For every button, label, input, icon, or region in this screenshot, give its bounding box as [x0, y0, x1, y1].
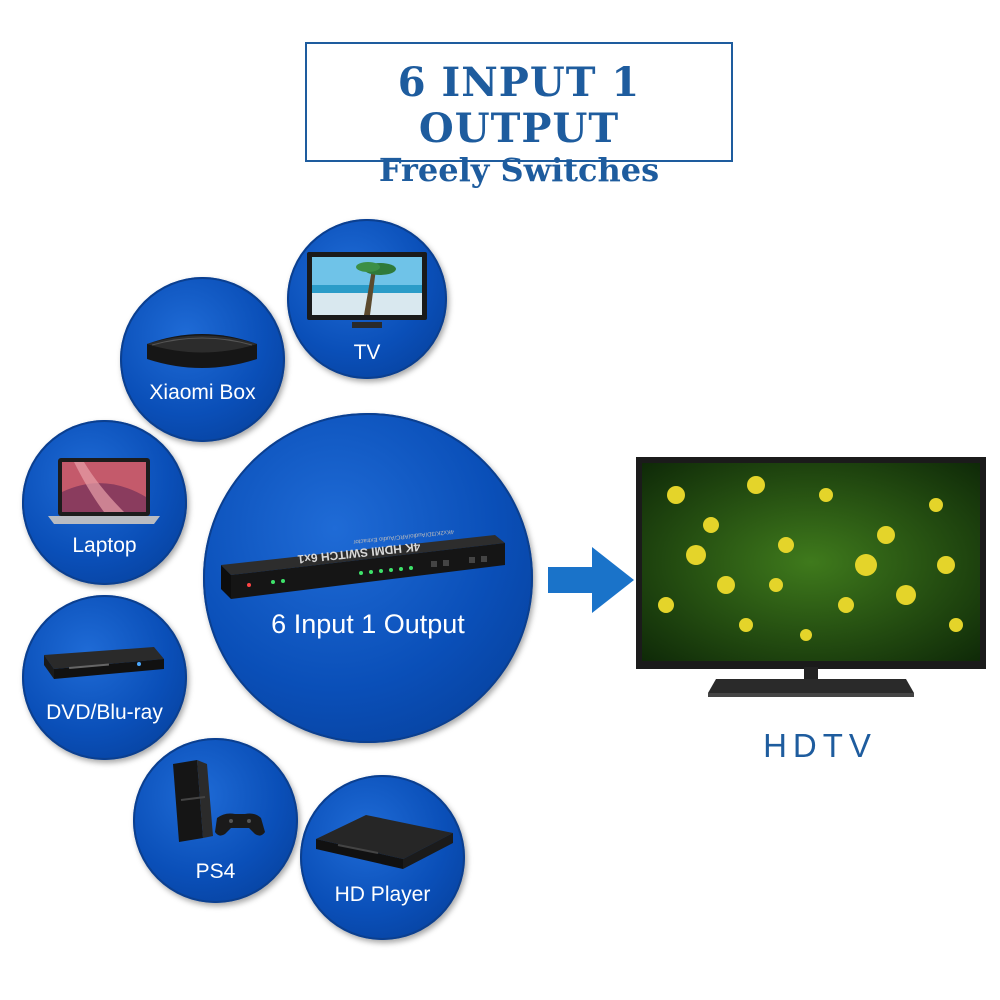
- input-bubble-xiaomi-box: Xiaomi Box: [120, 277, 285, 442]
- input-label-hd-player: HD Player: [334, 883, 431, 906]
- dvd-player-icon: [44, 647, 164, 679]
- title-line-1: 6 INPUT 1 OUTPUT: [397, 59, 641, 152]
- input-bubble-laptop: Laptop: [22, 420, 187, 585]
- laptop-icon: [48, 458, 160, 524]
- set-top-box-icon: [147, 334, 257, 368]
- media-player-icon: [316, 815, 453, 869]
- input-label-laptop: Laptop: [72, 534, 137, 557]
- input-bubble-ps4: PS4: [133, 738, 298, 903]
- title-box: 6 INPUT 1 OUTPUT Freely Switches: [305, 42, 733, 188]
- hdmi-switch-icon: 4K HDMI SWITCH 6x1 4Kx2K/3D/Audio/ARC/Au…: [221, 528, 505, 599]
- switch-bubble: 4K HDMI SWITCH 6x1 4Kx2K/3D/Audio/ARC/Au…: [203, 413, 533, 743]
- arrow-right-icon: [548, 547, 634, 613]
- game-console-icon: [173, 760, 265, 842]
- input-bubble-dvd-bluray: DVD/Blu-ray: [22, 595, 187, 760]
- tv-icon: [307, 252, 427, 328]
- input-bubble-tv: TV: [287, 219, 447, 379]
- input-label-xiaomi-box: Xiaomi Box: [149, 381, 256, 404]
- hdtv-icon: [636, 457, 986, 697]
- input-label-dvd-bluray: DVD/Blu-ray: [46, 701, 163, 724]
- title-line-2: Freely Switches: [378, 151, 660, 189]
- input-bubble-hd-player: HD Player: [300, 775, 465, 940]
- switch-label: 6 Input 1 Output: [271, 609, 465, 639]
- output-label-hdtv: HDTV: [763, 727, 877, 764]
- input-label-tv: TV: [353, 341, 381, 364]
- input-label-ps4: PS4: [195, 860, 236, 883]
